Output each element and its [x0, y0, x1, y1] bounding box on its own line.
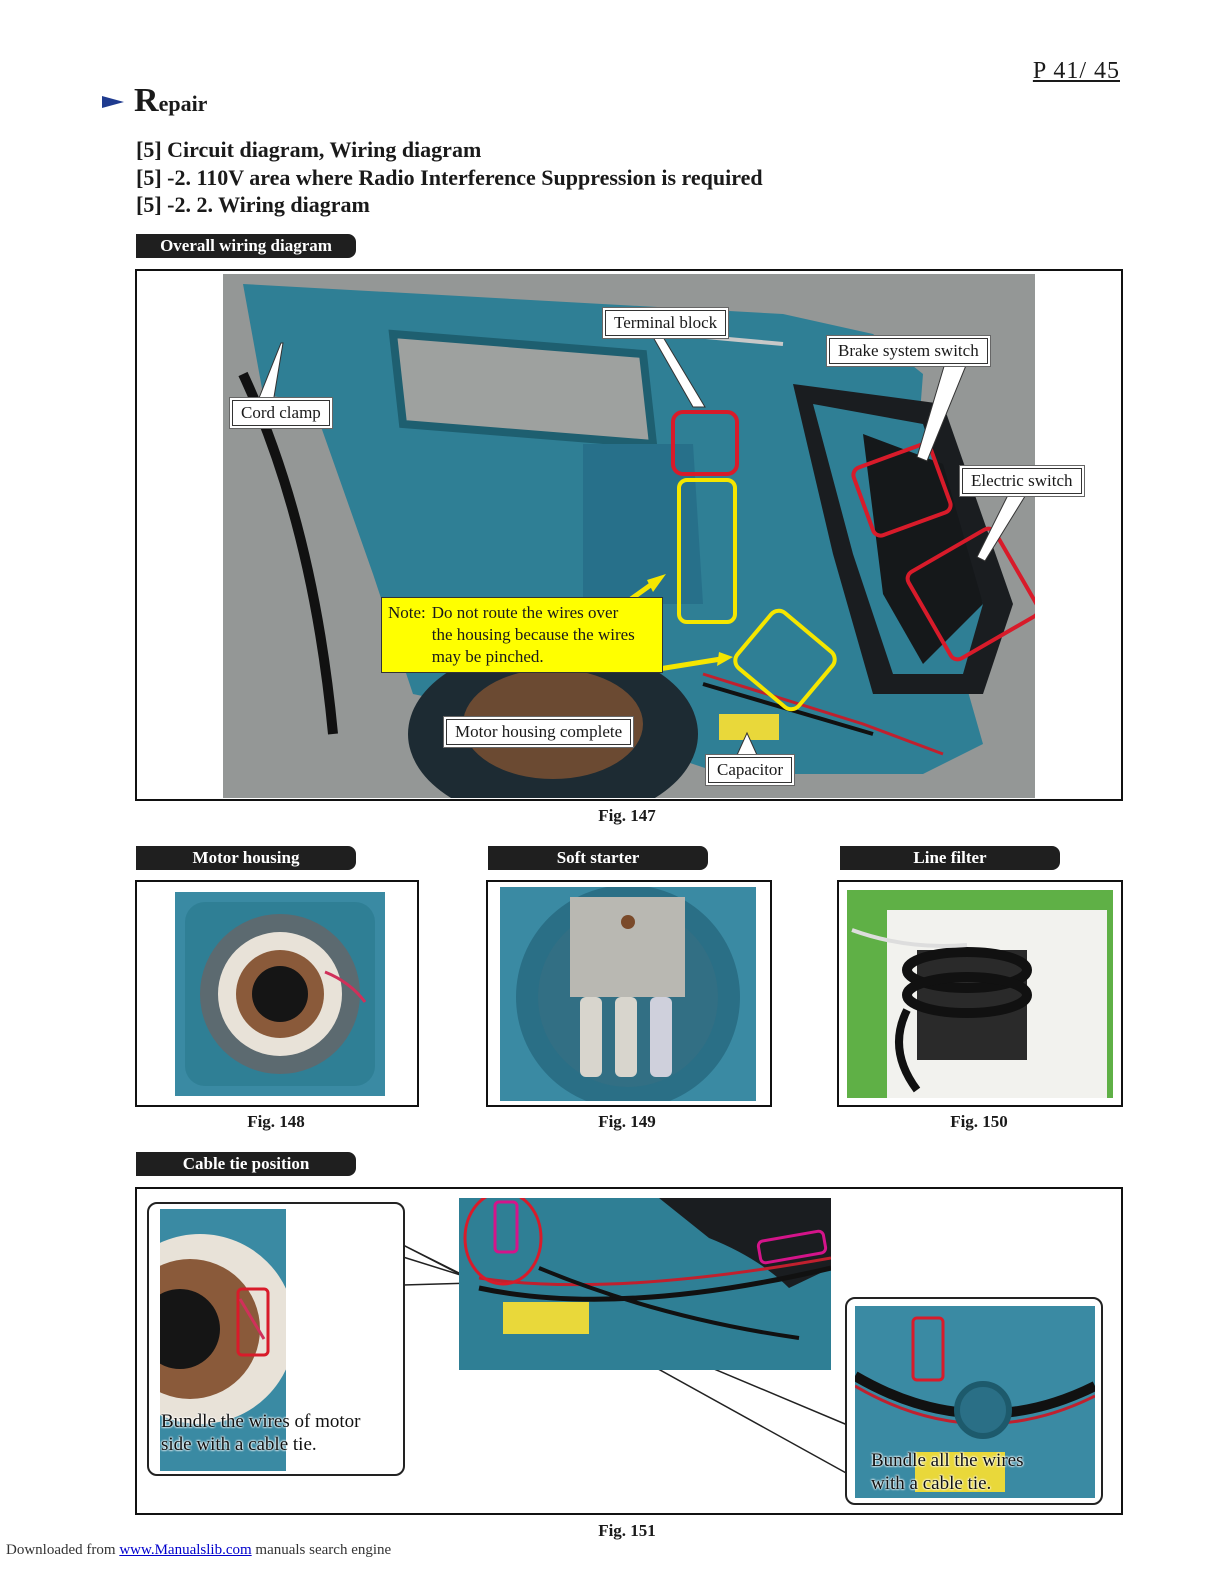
- section-title-initial: R: [134, 82, 159, 119]
- footer: Downloaded from www.Manualslib.com manua…: [6, 1542, 391, 1559]
- note-line-3: may be pinched.: [431, 647, 544, 666]
- callout-electric-switch: Electric switch: [962, 468, 1082, 494]
- page-number: P 41/ 45: [1032, 58, 1120, 84]
- caption-fig147: Fig. 147: [598, 806, 656, 825]
- heading-3: [5] -2. 2. Wiring diagram: [136, 192, 370, 217]
- bubble-all-wires: Bundle all the wires with a cable tie.: [845, 1297, 1103, 1505]
- fig147-pointers: [256, 336, 1028, 756]
- fig150-photo: [847, 890, 1113, 1098]
- callout-capacitor: Capacitor: [708, 757, 793, 783]
- fig148-photo: [175, 892, 385, 1096]
- tag-overall-wiring: Overall wiring diagram: [136, 234, 356, 258]
- bubble-all-wires-line-2: with a cable tie.: [871, 1473, 992, 1494]
- tag-line-filter: Line filter: [840, 846, 1060, 870]
- tag-soft-starter: Soft starter: [488, 846, 708, 870]
- caption-fig150: Fig. 150: [950, 1112, 1008, 1131]
- callout-terminal-block: Terminal block: [605, 310, 727, 336]
- caption-fig148: Fig. 148: [247, 1112, 305, 1131]
- fig149-photo: [500, 887, 756, 1101]
- section-arrow-icon: [102, 96, 124, 108]
- tag-motor-housing: Motor housing: [136, 846, 356, 870]
- footer-prefix: Downloaded from: [6, 1542, 116, 1558]
- bubble-motor-side-line-1: Bundle the wires of motor: [161, 1411, 361, 1432]
- bubble-motor-side-text: Bundle the wires of motor side with a ca…: [161, 1410, 360, 1456]
- bubble-all-wires-photo: [855, 1306, 1095, 1498]
- footer-suffix: manuals search engine: [255, 1542, 392, 1558]
- note-box: Note: Do not route the wires over the ho…: [381, 597, 663, 673]
- bubble-all-wires-text: Bundle all the wires with a cable tie.: [871, 1449, 1024, 1495]
- heading-1: [5] Circuit diagram, Wiring diagram: [136, 137, 482, 162]
- bubble-motor-side: Bundle the wires of motor side with a ca…: [147, 1202, 405, 1476]
- heading-2: [5] -2. 110V area where Radio Interferen…: [136, 165, 763, 190]
- fig148-frame: [135, 880, 419, 1107]
- bubble-motor-side-photo: [160, 1209, 286, 1471]
- section-title-rest: epair: [158, 91, 208, 116]
- fig150-frame: [837, 880, 1123, 1107]
- fig149-frame: [486, 880, 772, 1107]
- footer-link[interactable]: www.Manualslib.com: [119, 1542, 252, 1558]
- caption-fig149: Fig. 149: [598, 1112, 656, 1131]
- fig147-frame: Terminal block Brake system switch Cord …: [135, 269, 1123, 801]
- fig151-frame: Bundle the wires of motor side with a ca…: [135, 1187, 1123, 1515]
- section-title: Repair: [134, 82, 207, 120]
- callout-motor-housing-complete: Motor housing complete: [446, 719, 632, 745]
- callout-brake-system-switch: Brake system switch: [829, 338, 988, 364]
- bubble-all-wires-line-1: Bundle all the wires: [871, 1450, 1024, 1471]
- bubble-motor-side-line-2: side with a cable tie.: [161, 1434, 317, 1455]
- note-line-2: the housing because the wires: [431, 625, 635, 644]
- note-line-1: Do not route the wires over: [431, 603, 619, 622]
- tag-cable-tie-position: Cable tie position: [136, 1152, 356, 1176]
- note-label: Note:: [388, 603, 426, 622]
- callout-cord-clamp: Cord clamp: [232, 400, 330, 426]
- fig151-main-photo: [459, 1198, 831, 1370]
- caption-fig151: Fig. 151: [598, 1521, 656, 1540]
